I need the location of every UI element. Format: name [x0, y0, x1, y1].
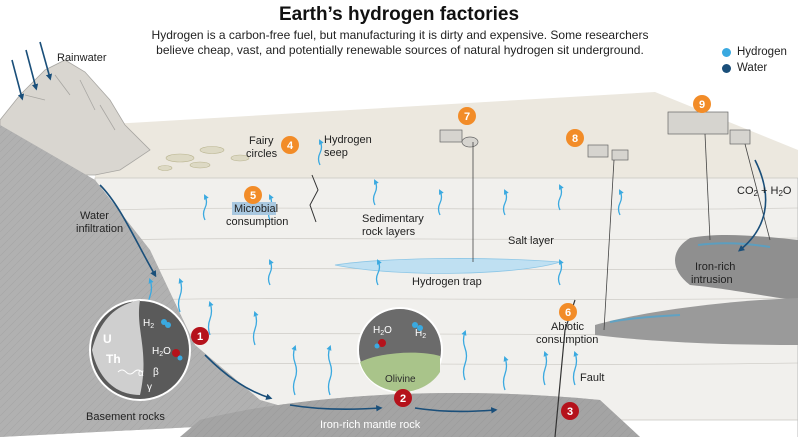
fairy-circles — [157, 146, 250, 171]
marker-4: 4 — [281, 136, 299, 154]
inset1-beta: β — [153, 367, 159, 378]
svg-text:5: 5 — [250, 190, 256, 202]
svg-text:4: 4 — [287, 140, 294, 152]
sedimentary-label-1: Sedimentary — [362, 213, 424, 225]
svg-text:3: 3 — [567, 406, 573, 418]
inset1-alpha: α — [138, 368, 144, 379]
seep-crack — [309, 174, 319, 223]
facility-8 — [587, 144, 629, 331]
facility-7 — [439, 129, 479, 262]
hydrogen-arrows — [147, 139, 624, 396]
inset1-gamma: γ — [147, 382, 152, 393]
rainwater-arrows — [11, 41, 53, 101]
svg-text:8: 8 — [572, 133, 578, 145]
olivine-label: Olivine — [385, 374, 416, 385]
svg-text:2: 2 — [400, 393, 406, 405]
inset1-th-label: Th — [106, 352, 121, 366]
inset1-h2-label: H2 — [143, 318, 154, 330]
hydrogen-trap-label: Hydrogen trap — [412, 276, 482, 288]
microbial-label-1: Microbial — [234, 203, 278, 215]
inset-radiolysis: U Th H2 H2O α β γ — [89, 299, 191, 401]
legend-item-water: Water — [722, 60, 787, 76]
water-infiltration-arrows — [99, 159, 767, 414]
microbial-label-2: consumption — [226, 216, 288, 228]
svg-text:7: 7 — [464, 111, 470, 123]
inset2-h2o-label: H2O — [373, 325, 392, 337]
water-infiltration-label-2: infiltration — [76, 223, 123, 235]
hydrogen-seep-label-1: Hydrogen — [324, 134, 372, 146]
hydrogen-dot-icon — [722, 47, 731, 57]
iron-intrusion — [675, 234, 798, 300]
inset1-u-label: U — [103, 332, 112, 346]
water-dot-icon — [722, 63, 731, 73]
marker-7: 7 — [458, 107, 476, 125]
abiotic-label-1: Abiotic — [551, 321, 585, 333]
inset2-h2-label: H2 — [415, 328, 426, 340]
abiotic-label-2: consumption — [536, 334, 598, 346]
marker-6: 6 — [559, 303, 577, 321]
legend-item-hydrogen: Hydrogen — [722, 44, 787, 60]
svg-text:1: 1 — [197, 331, 203, 343]
marker-3: 3 — [561, 402, 579, 420]
marker-8: 8 — [566, 129, 584, 147]
diagram-title: Earth’s hydrogen factories — [278, 4, 520, 25]
marker-1: 1 — [191, 327, 209, 345]
sedimentary-label-2: rock layers — [362, 226, 416, 238]
inset1-h2o-label: H2O — [152, 346, 171, 358]
co2-h2o-label: CO2 + H2O — [737, 185, 792, 198]
diagram-subtitle: Hydrogen is a carbon-free fuel, but manu… — [151, 28, 649, 57]
iron-intrusion-label-1: Iron-rich — [695, 261, 735, 273]
iron-intrusion-label-2: intrusion — [691, 274, 733, 286]
marker-2: 2 — [394, 389, 412, 407]
marker-9: 9 — [693, 95, 711, 113]
fairy-circles-label-2: circles — [246, 148, 278, 160]
legend-hydrogen-label: Hydrogen — [737, 46, 787, 58]
fault-label: Fault — [580, 372, 604, 384]
fairy-circles-label-1: Fairy — [249, 135, 274, 147]
basement-rocks-label: Basement rocks — [86, 411, 165, 423]
rainwater-label: Rainwater — [57, 52, 107, 64]
inset-serpentinization: Olivine H2O H2 — [357, 307, 443, 393]
mantle-rock-label: Iron-rich mantle rock — [320, 419, 421, 431]
legend: Hydrogen Water — [722, 44, 787, 76]
marker-5: 5 — [244, 186, 262, 204]
hydrogen-seep-label-2: seep — [324, 147, 348, 159]
legend-water-label: Water — [737, 62, 768, 74]
svg-text:9: 9 — [699, 99, 705, 111]
water-infiltration-label-1: Water — [80, 210, 109, 222]
svg-text:6: 6 — [565, 307, 571, 319]
salt-layer-label: Salt layer — [508, 235, 554, 247]
